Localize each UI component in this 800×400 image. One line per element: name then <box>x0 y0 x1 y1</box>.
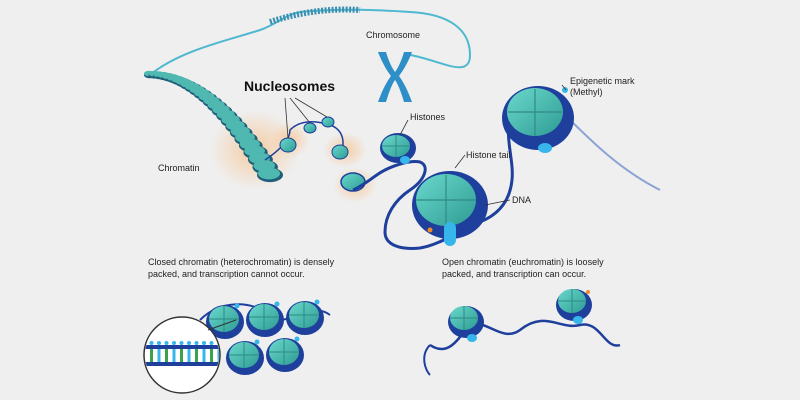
closed-methyl-mark <box>314 299 320 305</box>
closed-methyl-mark <box>234 303 240 309</box>
epigenetic-mark-label: Epigenetic mark (Methyl) <box>570 76 635 98</box>
histone-tail-label: Histone tail <box>466 150 511 160</box>
closed-methyl-mark <box>294 336 300 342</box>
base-pair-rung <box>180 349 183 362</box>
nucleosomes-pointer-lines <box>284 97 328 139</box>
nucleosome-histones <box>380 133 416 164</box>
label-pointer-lines <box>399 84 567 206</box>
dna-label: DNA <box>512 195 532 205</box>
closed-methyl-mark <box>254 339 260 345</box>
base-pair-rung <box>172 349 176 362</box>
methyl-mark-icon <box>562 87 568 93</box>
closed-chromatin-caption: Closed chromatin (heterochromatin) is de… <box>148 256 358 280</box>
base-pair-rung <box>150 349 153 362</box>
base-pair-rung <box>202 349 206 362</box>
nucleosome-beads <box>264 116 366 192</box>
closed-methyl-mark <box>274 301 280 307</box>
open-chromatin <box>423 289 621 376</box>
magnifier-dense-dna <box>143 316 237 394</box>
base-pair-rung <box>217 349 219 362</box>
closed-caption-line1: Closed chromatin (heterochromatin) is de… <box>148 257 335 267</box>
dna-methyl-dot <box>179 341 184 345</box>
dna-methyl-dot <box>209 341 214 345</box>
open-caption-line1: Open chromatin (euchromatin) is loosely <box>442 257 604 267</box>
dna-methyl-dot <box>149 341 154 345</box>
nucleosome-large-top <box>502 86 574 153</box>
closed-caption-line2: packed, and transcription cannot occur. <box>148 269 305 279</box>
fiber-disc <box>257 167 281 180</box>
histones-label: Histones <box>410 112 446 122</box>
base-pair-rung <box>157 349 161 362</box>
dna-methyl-dot <box>194 341 199 345</box>
chromosome-label: Chromosome <box>366 30 421 40</box>
dna-methyl-dot <box>164 341 169 345</box>
dna-strand-tail <box>559 109 661 191</box>
dna-methyl-dot <box>157 341 161 345</box>
dna-methyl-dot <box>202 341 206 345</box>
closed-chromatin-cluster <box>199 299 331 375</box>
base-pair-rung <box>187 349 191 362</box>
nucleosome-large-center <box>412 171 488 246</box>
open-caption-line2: packed, and transcription can occur. <box>442 269 587 279</box>
chromosome-icon <box>378 52 412 102</box>
base-pair-rung <box>165 349 168 362</box>
dna-fiber-top <box>149 8 472 76</box>
open-chromatin-caption: Open chromatin (euchromatin) is loosely … <box>442 256 652 280</box>
epigenetic-mark-line2: (Methyl) <box>570 87 603 97</box>
chromatin-label: Chromatin <box>158 163 200 173</box>
chromatin-fiber <box>143 70 283 183</box>
epigenetic-mark-line1: Epigenetic mark <box>570 76 635 86</box>
base-pair-rung <box>195 349 198 362</box>
dna-methyl-dot <box>187 341 191 345</box>
base-pair-rung <box>210 349 213 362</box>
dna-fiber-top-inner <box>269 6 361 25</box>
dna-methyl-dot <box>172 341 176 345</box>
nucleosomes-label: Nucleosomes <box>244 78 336 94</box>
